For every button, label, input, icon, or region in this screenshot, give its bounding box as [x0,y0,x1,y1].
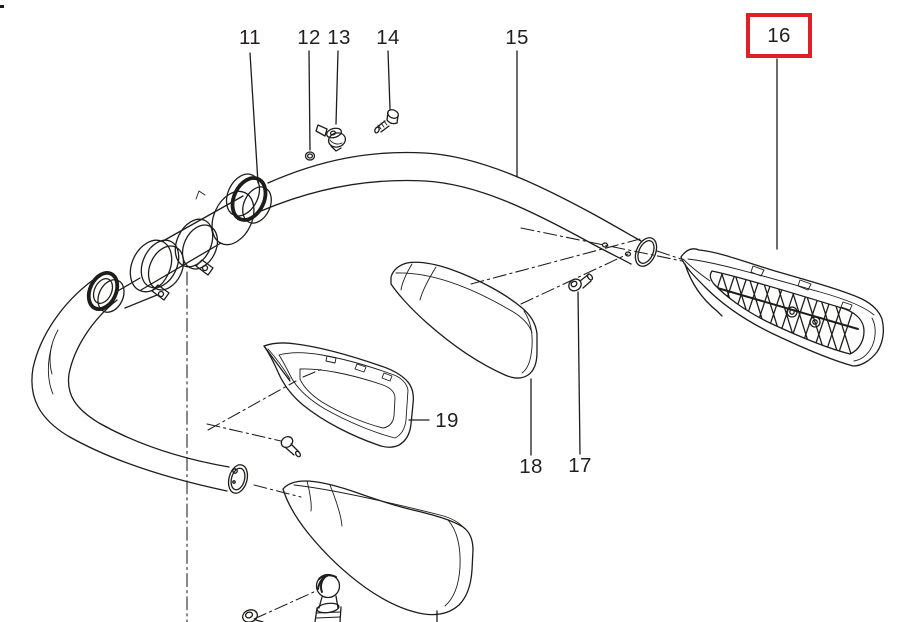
scan-artifact [0,5,4,8]
part-19-bezel [263,342,415,448]
part-label-13[interactable]: 13 [327,26,351,49]
leader-lines [249,50,778,622]
small-screw [280,436,302,458]
part-label-15[interactable]: 15 [505,26,529,49]
part-14-bolt [374,109,399,134]
part-label-19[interactable]: 19 [435,409,459,432]
bottom-grip [282,480,474,616]
part-label-16[interactable]: 16 [767,23,791,47]
bottom-left-screw [242,609,264,622]
part-16-grip-half [680,248,884,367]
ball-lever [314,573,342,622]
part-label-14[interactable]: 14 [376,26,400,49]
part-12-nut [304,151,316,161]
part-13-cam [315,124,347,152]
part-label-12[interactable]: 12 [297,26,321,49]
part-label-18[interactable]: 18 [519,455,543,478]
part-label-11[interactable]: 11 [238,26,262,49]
highlight-box: 16 [746,13,812,58]
part-11-bushing [225,173,272,224]
handlebar-tube [31,151,658,494]
part-label-17[interactable]: 17 [568,454,592,477]
clamp-assembly [86,173,272,313]
part-18-cover [390,261,538,379]
part-17-screw [568,273,594,292]
